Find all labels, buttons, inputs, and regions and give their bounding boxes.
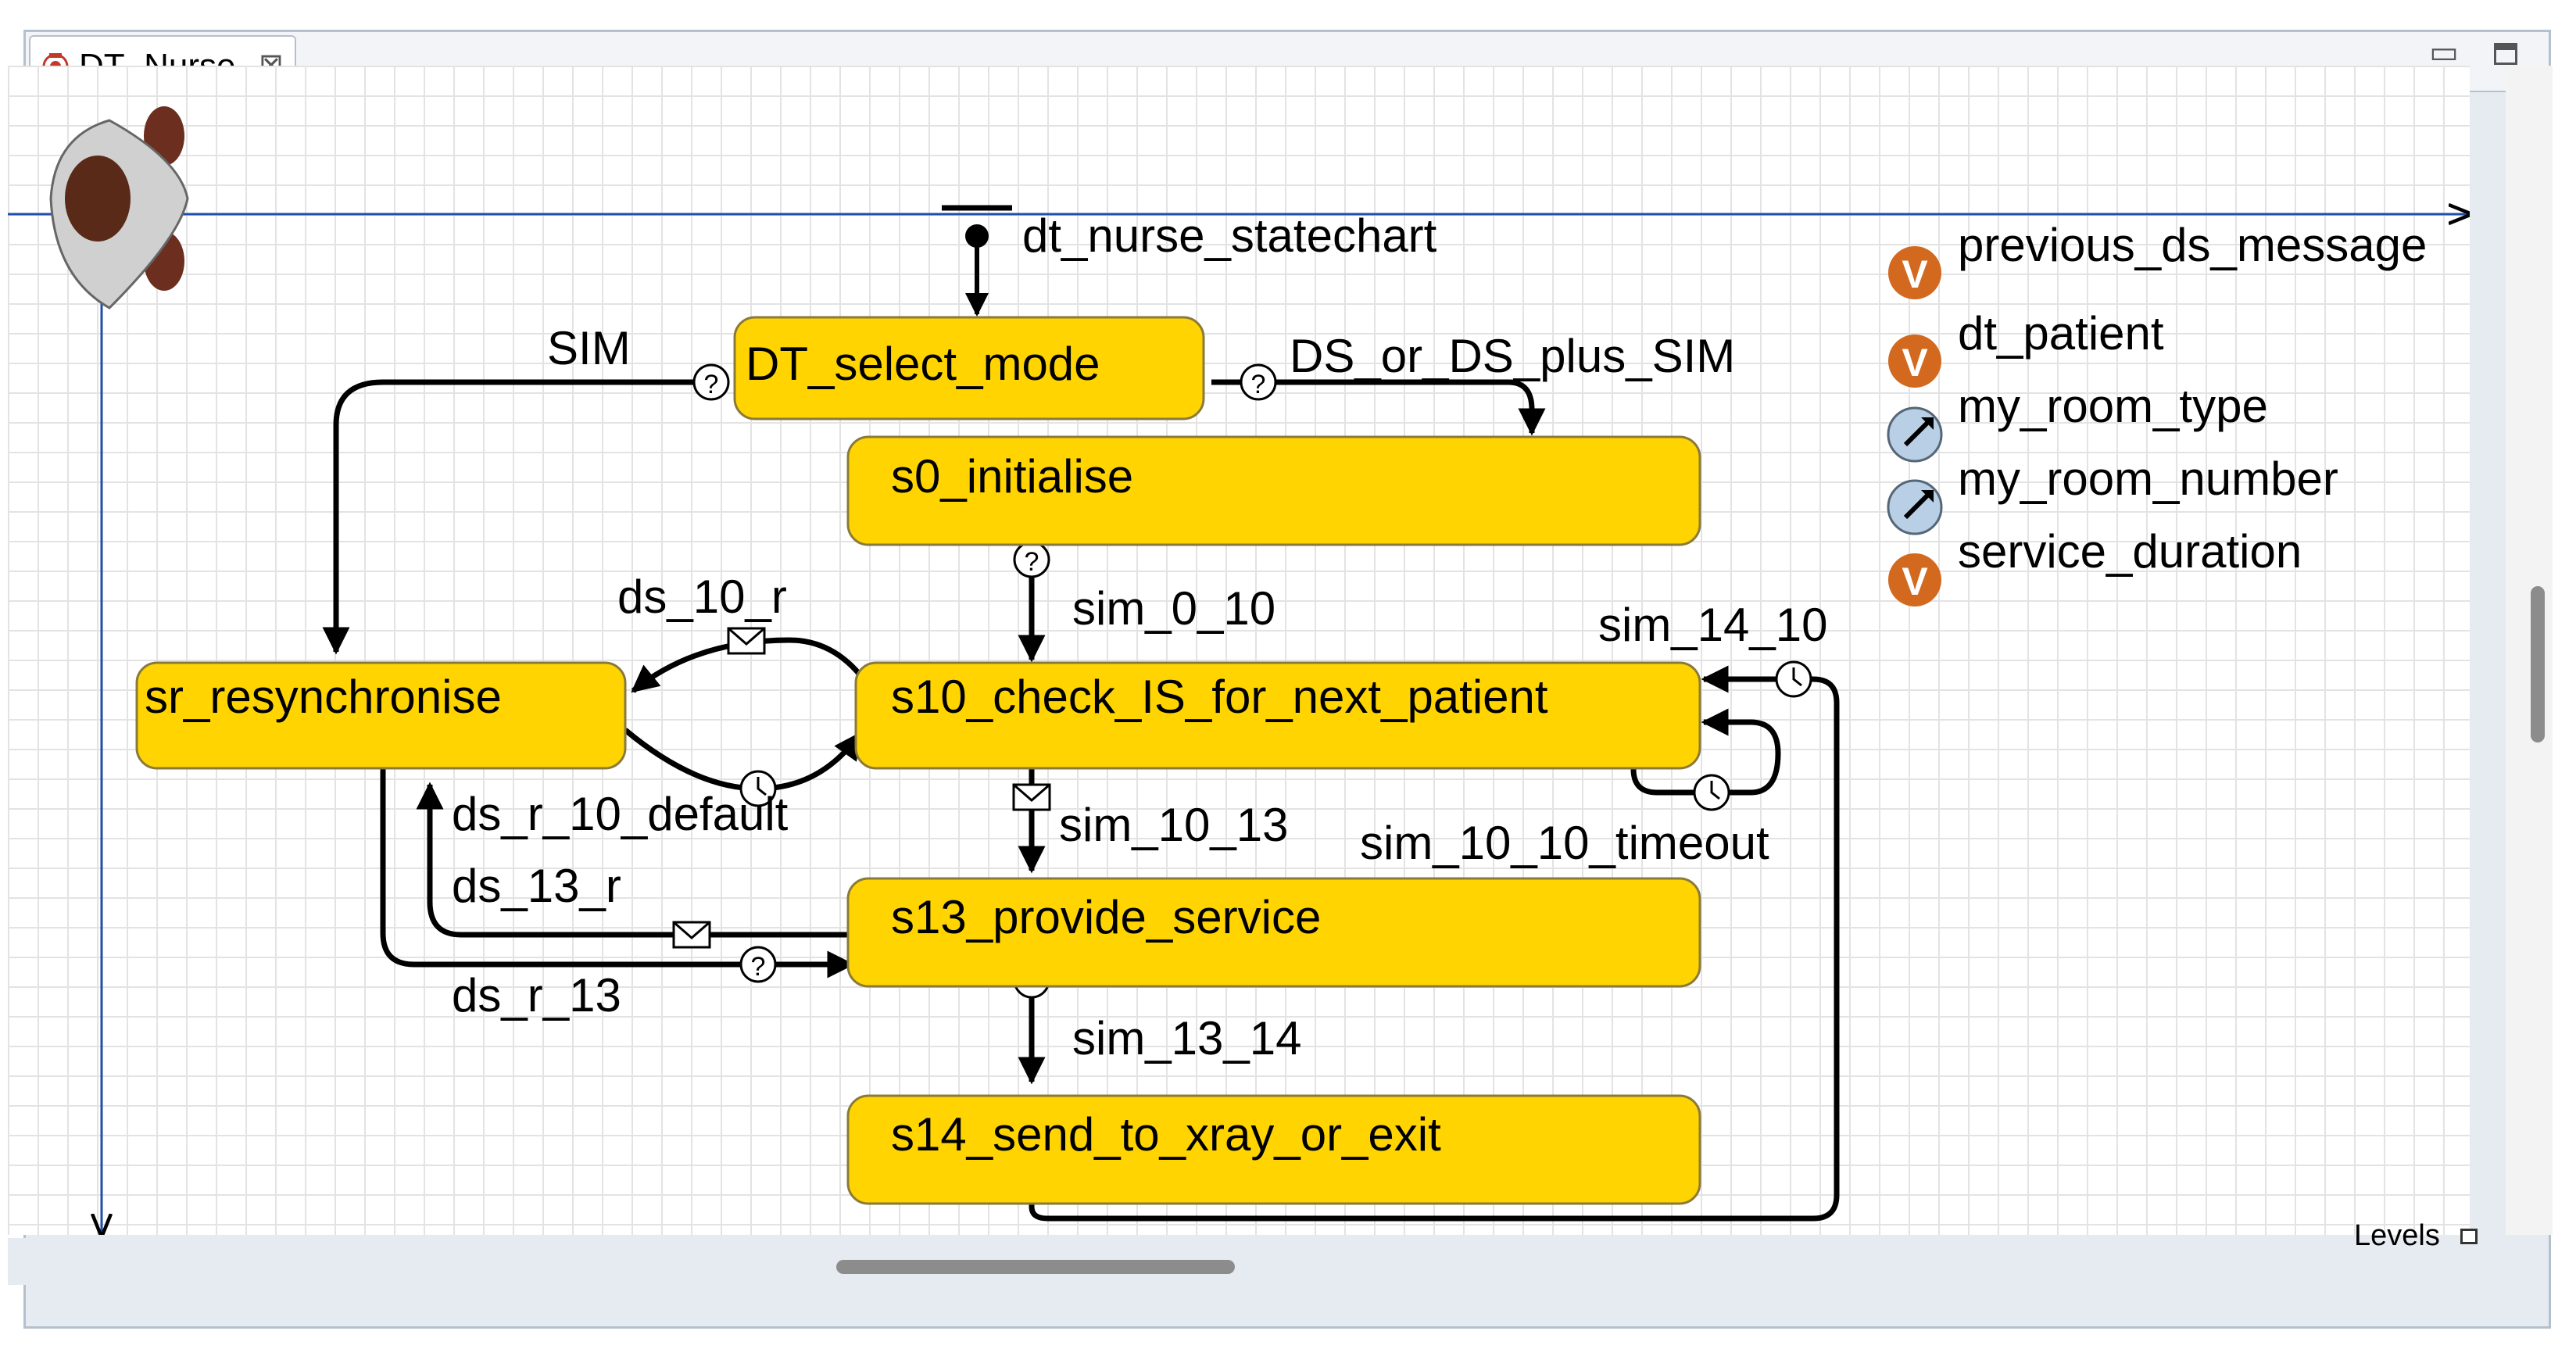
svg-text:V: V bbox=[1902, 341, 1928, 385]
timeout-trigger-icon bbox=[1694, 775, 1729, 810]
svg-text:dt_patient: dt_patient bbox=[1958, 307, 2164, 360]
svg-text:?: ? bbox=[1251, 370, 1266, 399]
svg-text:my_room_number: my_room_number bbox=[1958, 453, 2338, 505]
statechart-entry-label: dt_nurse_statechart bbox=[1022, 209, 1437, 262]
message-trigger-icon bbox=[674, 922, 710, 947]
transition-label-sim-10-10-timeout[interactable]: sim_10_10_timeout bbox=[1360, 817, 1769, 869]
svg-text:my_room_type: my_room_type bbox=[1958, 380, 2268, 432]
state-s13-provide-service[interactable]: s13_provide_service bbox=[848, 878, 1700, 986]
svg-text:sr_resynchronise: sr_resynchronise bbox=[145, 671, 502, 723]
maximize-button[interactable] bbox=[2494, 43, 2517, 65]
svg-text:?: ? bbox=[751, 952, 766, 982]
levels-icon[interactable] bbox=[2460, 1229, 2478, 1244]
svg-text:service_duration: service_duration bbox=[1958, 525, 2302, 578]
message-trigger-icon bbox=[1014, 785, 1050, 810]
condition-trigger-icon: ? bbox=[694, 365, 728, 399]
nurse-figure-icon[interactable] bbox=[51, 106, 188, 308]
transition-label-ds-r-10-default[interactable]: ds_r_10_default bbox=[452, 788, 789, 840]
state-s10-check-is[interactable]: s10_check_IS_for_next_patient bbox=[856, 663, 1700, 768]
state-s0-initialise[interactable]: s0_initialise bbox=[848, 437, 1700, 545]
svg-text:V: V bbox=[1902, 252, 1928, 296]
svg-text:s14_send_to_xray_or_exit: s14_send_to_xray_or_exit bbox=[891, 1108, 1441, 1161]
vertical-scroll-thumb[interactable] bbox=[2531, 586, 2545, 742]
horizontal-scroll-thumb[interactable] bbox=[836, 1260, 1235, 1274]
transition-label-sim[interactable]: SIM bbox=[547, 322, 631, 374]
transition-label-sim-10-13[interactable]: sim_10_13 bbox=[1059, 799, 1289, 851]
parameter-my-room-type[interactable]: my_room_type bbox=[1888, 380, 2268, 461]
state-sr-resynchronise[interactable]: sr_resynchronise bbox=[137, 663, 625, 768]
transition-label-sim-0-10[interactable]: sim_0_10 bbox=[1072, 582, 1275, 635]
message-trigger-icon bbox=[728, 628, 764, 653]
transition-label-sim-13-14[interactable]: sim_13_14 bbox=[1072, 1012, 1302, 1064]
statechart-diagram: dt_nurse_statechart bbox=[8, 66, 2470, 1235]
svg-text:s10_check_IS_for_next_patient: s10_check_IS_for_next_patient bbox=[891, 671, 1548, 723]
condition-trigger-icon: ? bbox=[1014, 542, 1049, 577]
state-s14-send-to-xray[interactable]: s14_send_to_xray_or_exit bbox=[848, 1096, 1700, 1204]
transition-label-ds-13-r[interactable]: ds_13_r bbox=[452, 860, 621, 912]
transition-label-ds-10-r[interactable]: ds_10_r bbox=[617, 571, 787, 623]
condition-trigger-icon: ? bbox=[1241, 365, 1275, 399]
svg-text:V: V bbox=[1902, 560, 1928, 603]
statechart-entry-point[interactable] bbox=[942, 208, 1012, 314]
variable-dt-patient[interactable]: V dt_patient bbox=[1888, 307, 2164, 388]
svg-text:?: ? bbox=[704, 370, 719, 399]
statechart-canvas[interactable]: dt_nurse_statechart bbox=[8, 66, 2470, 1235]
svg-text:previous_ds_message: previous_ds_message bbox=[1958, 219, 2427, 271]
state-dt-select-mode[interactable]: DT_select_mode bbox=[735, 317, 1204, 419]
vertical-scrollbar[interactable] bbox=[2506, 66, 2553, 1235]
transition-label-ds-r-13[interactable]: ds_r_13 bbox=[452, 969, 621, 1021]
timeout-trigger-icon bbox=[1776, 662, 1811, 696]
transition-label-sim-14-10[interactable]: sim_14_10 bbox=[1598, 599, 1828, 651]
horizontal-scrollbar[interactable] bbox=[8, 1238, 2470, 1285]
svg-text:DT_select_mode: DT_select_mode bbox=[746, 338, 1100, 390]
svg-text:?: ? bbox=[1025, 547, 1039, 577]
levels-button[interactable]: Levels bbox=[2354, 1219, 2440, 1253]
transition-label-ds-or-ds-plus-sim[interactable]: DS_or_DS_plus_SIM bbox=[1290, 330, 1735, 382]
svg-text:s13_provide_service: s13_provide_service bbox=[891, 891, 1321, 943]
variable-service-duration[interactable]: V service_duration bbox=[1888, 525, 2302, 606]
variable-previous-ds-message[interactable]: V previous_ds_message bbox=[1888, 219, 2427, 299]
condition-trigger-icon: ? bbox=[741, 947, 775, 982]
svg-text:s0_initialise: s0_initialise bbox=[891, 450, 1133, 503]
parameter-my-room-number[interactable]: my_room_number bbox=[1888, 453, 2338, 534]
